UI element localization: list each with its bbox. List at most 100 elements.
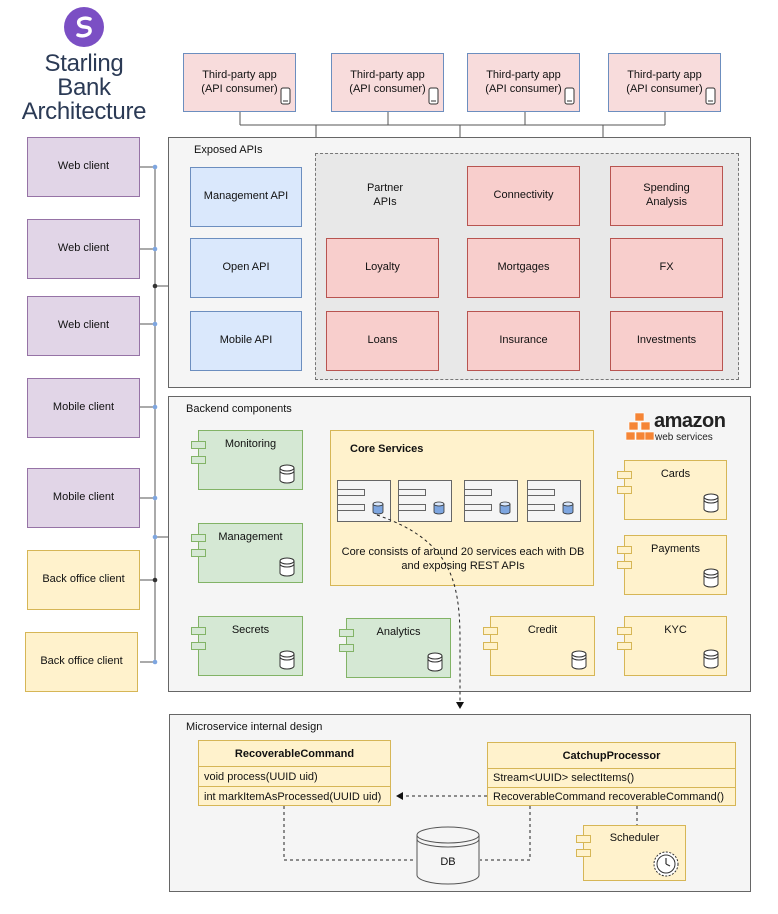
microservice-title: Microservice internal design — [186, 721, 323, 733]
component-label: Credit — [527, 624, 558, 636]
bus-dots — [152, 164, 158, 665]
third-party-connectors — [239, 112, 666, 137]
back-office-client: Back office client — [25, 632, 138, 692]
component-label: Cards — [660, 468, 691, 480]
component-tab — [191, 534, 206, 542]
third-party-app: Third-party app(API consumer) — [183, 53, 296, 112]
database-icon — [433, 501, 445, 515]
component-tab — [483, 642, 498, 650]
client-bus — [140, 166, 168, 663]
fx-api: FX — [610, 238, 723, 298]
database-icon — [703, 649, 719, 669]
database-icon — [703, 568, 719, 588]
clock-icon — [653, 851, 679, 877]
management-api: Management API — [190, 167, 302, 227]
recoverable-command-class: RecoverableCommand void process(UUID uid… — [198, 740, 391, 806]
monitoring-component: Monitoring — [191, 430, 303, 490]
payments-component: Payments — [617, 535, 727, 595]
phone-icon — [564, 87, 575, 105]
management-component: Management — [191, 523, 303, 583]
third-party-app-line2: (API consumer) — [349, 82, 426, 95]
component-label: Scheduler — [609, 832, 660, 844]
secrets-component: Secrets — [191, 616, 303, 676]
component-label: Payments — [651, 543, 700, 555]
component-tab — [617, 486, 632, 494]
back-office-client: Back office client — [27, 550, 140, 610]
class-method: int markItemAsProcessed(UUID uid) — [204, 790, 382, 803]
core-service — [398, 480, 452, 522]
database-icon — [562, 501, 574, 515]
third-party-app: Third-party app(API consumer) — [608, 53, 721, 112]
component-tab — [617, 642, 632, 650]
component-tab — [191, 627, 206, 635]
database-icon — [703, 493, 719, 513]
mobile-client: Mobile client — [27, 378, 140, 438]
web-client: Web client — [27, 296, 140, 356]
database-icon — [416, 826, 480, 885]
component-label: Secrets — [231, 624, 270, 636]
brand-title: Starling Bank Architecture — [0, 52, 168, 124]
component-label: Monitoring — [224, 438, 277, 450]
phone-icon — [280, 87, 291, 105]
partner-apis-label: Partner APIs — [366, 182, 404, 208]
loans-api: Loans — [326, 311, 439, 371]
core-service — [464, 480, 518, 522]
component-label: KYC — [664, 624, 687, 636]
class-method: void process(UUID uid) — [199, 767, 390, 787]
component-tab — [339, 629, 354, 637]
spending-analysis-api: Spending Analysis — [610, 166, 723, 226]
component-tab — [191, 642, 206, 650]
component-tab — [339, 644, 354, 652]
component-tab — [617, 546, 632, 554]
phone-icon — [705, 87, 716, 105]
third-party-app: Third-party app(API consumer) — [331, 53, 444, 112]
third-party-app-line1: Third-party app — [627, 68, 702, 81]
web-client: Web client — [27, 219, 140, 279]
component-tab — [576, 849, 591, 857]
database-icon — [427, 652, 443, 672]
brand-title-line-2: Bank — [57, 74, 111, 101]
brand-title-line-3: Architecture — [21, 98, 147, 125]
third-party-app-line1: Third-party app — [486, 68, 561, 81]
aws-subtitle: web services — [655, 432, 713, 443]
scheduler-component: Scheduler — [576, 825, 686, 881]
class-method: RecoverableCommand recoverableCommand() — [493, 791, 725, 803]
third-party-app: Third-party app(API consumer) — [467, 53, 580, 112]
third-party-app-line2: (API consumer) — [485, 82, 562, 95]
third-party-app-line2: (API consumer) — [201, 82, 278, 95]
credit-component: Credit — [483, 616, 595, 676]
phone-icon — [428, 87, 439, 105]
aws-cubes-icon — [626, 412, 654, 441]
database-icon — [279, 557, 295, 577]
aws-logo: amazon web services — [626, 410, 726, 446]
component-tab — [617, 471, 632, 479]
third-party-app-line1: Third-party app — [350, 68, 425, 81]
third-party-app-line2: (API consumer) — [626, 82, 703, 95]
database-label: DB — [440, 856, 456, 868]
component-tab — [191, 456, 206, 464]
insurance-api: Insurance — [467, 311, 580, 371]
class-name: CatchupProcessor — [488, 743, 735, 769]
component-tab — [617, 627, 632, 635]
core-services-note: Core consists of around 20 services each… — [341, 546, 585, 573]
component-tab — [617, 561, 632, 569]
core-service — [337, 480, 391, 522]
connectivity-api: Connectivity — [467, 166, 580, 226]
catchup-processor-class: CatchupProcessor Stream<UUID> selectItem… — [487, 742, 736, 806]
component-tab — [483, 627, 498, 635]
database-icon — [499, 501, 511, 515]
core-service — [527, 480, 581, 522]
aws-wordmark: amazon — [654, 410, 726, 432]
exposed-apis-title: Exposed APIs — [194, 144, 263, 156]
backend-title: Backend components — [186, 403, 292, 415]
component-tab — [191, 441, 206, 449]
database-icon — [279, 464, 295, 484]
component-label: Analytics — [376, 626, 421, 638]
mobile-client: Mobile client — [27, 468, 140, 528]
open-api: Open API — [190, 238, 302, 298]
cards-component: Cards — [617, 460, 727, 520]
class-method: Stream<UUID> selectItems() — [488, 769, 735, 788]
loyalty-api: Loyalty — [326, 238, 439, 298]
database-icon — [279, 650, 295, 670]
